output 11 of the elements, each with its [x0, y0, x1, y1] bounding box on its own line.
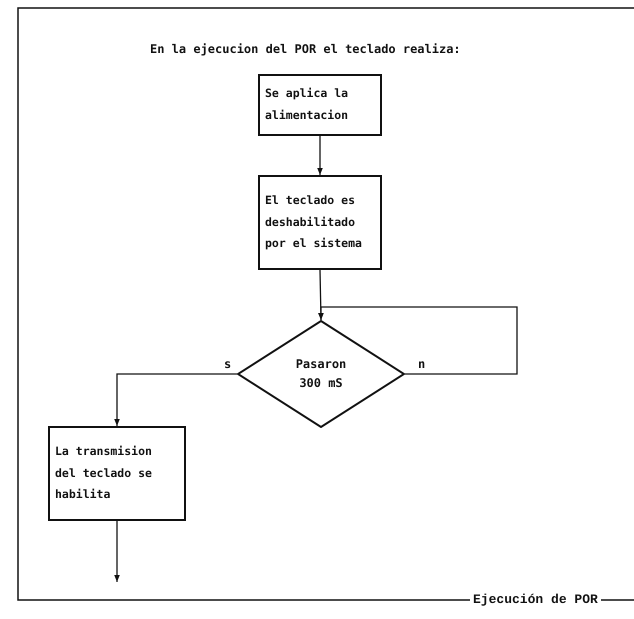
process-box: El teclado es deshabilitado por el sistema: [258, 175, 382, 270]
diagram-title: En la ejecucion del POR el teclado realiza:: [150, 42, 461, 56]
arrow: [114, 521, 120, 582]
arrow: [317, 136, 323, 175]
arrow: [318, 270, 324, 320]
decision-text: Pasaron 300 mS: [294, 356, 348, 392]
arrow: [114, 373, 237, 426]
process-box: La transmision del teclado se habilita: [48, 426, 186, 521]
figure-caption: Ejecución de POR: [470, 592, 601, 608]
process-box: Se aplica la alimentacion: [258, 74, 382, 136]
arrow: [318, 306, 518, 375]
